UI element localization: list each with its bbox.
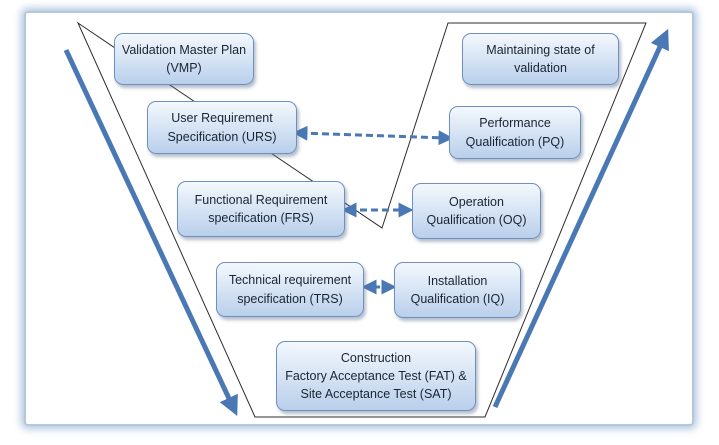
trs-line-1: Technical requirement: [228, 273, 352, 288]
oq-box: Operation Qualification (OQ): [412, 183, 541, 239]
construction-line-2: Factory Acceptance Test (FAT) &: [285, 368, 467, 383]
frs-box: Functional Requirement specification (FR…: [177, 181, 345, 237]
maintain-line-1: Maintaining state of: [486, 42, 595, 57]
vmp-box: Validation Master Plan (VMP): [114, 33, 254, 85]
trs-line-2: specification (TRS): [237, 291, 343, 306]
vmp-line-1: Validation Master Plan: [121, 42, 247, 57]
iq-line-1: Installation: [427, 273, 488, 288]
construction-line-1: Construction: [340, 350, 412, 365]
descending-arrow: [63, 48, 238, 417]
v-shape-outline: [76, 21, 647, 418]
urs-line-1: User Requirement: [171, 111, 273, 126]
pq-box: Performance Qualification (PQ): [449, 106, 581, 159]
maintain-line-2: validation: [514, 61, 567, 75]
connector-urs-pq: [292, 125, 454, 146]
oq-line-2: Qualification (OQ): [426, 213, 527, 227]
pq-line-2: Qualification (PQ): [465, 134, 565, 149]
iq-box: Installation Qualification (IQ): [394, 262, 521, 318]
vmp-line-2: (VMP): [166, 61, 202, 75]
urs-box: User Requirement Specification (URS): [147, 101, 297, 154]
construction-line-3: Site Acceptance Test (SAT): [300, 387, 452, 402]
urs-line-2: Specification (URS): [167, 129, 277, 144]
pq-line-1: Performance: [479, 116, 551, 131]
trs-box: Technical requirement specification (TRS…: [216, 262, 364, 317]
construction-box: Construction Factory Acceptance Test (FA…: [276, 341, 476, 411]
frs-line-2: specification (FRS): [208, 211, 314, 225]
ascending-arrow: [492, 28, 669, 409]
iq-line-2: Qualification (IQ): [410, 292, 505, 306]
oq-line-1: Operation: [449, 194, 504, 209]
frs-line-1: Functional Requirement: [194, 192, 328, 207]
maintain-validation-box: Maintaining state of validation: [462, 33, 619, 85]
